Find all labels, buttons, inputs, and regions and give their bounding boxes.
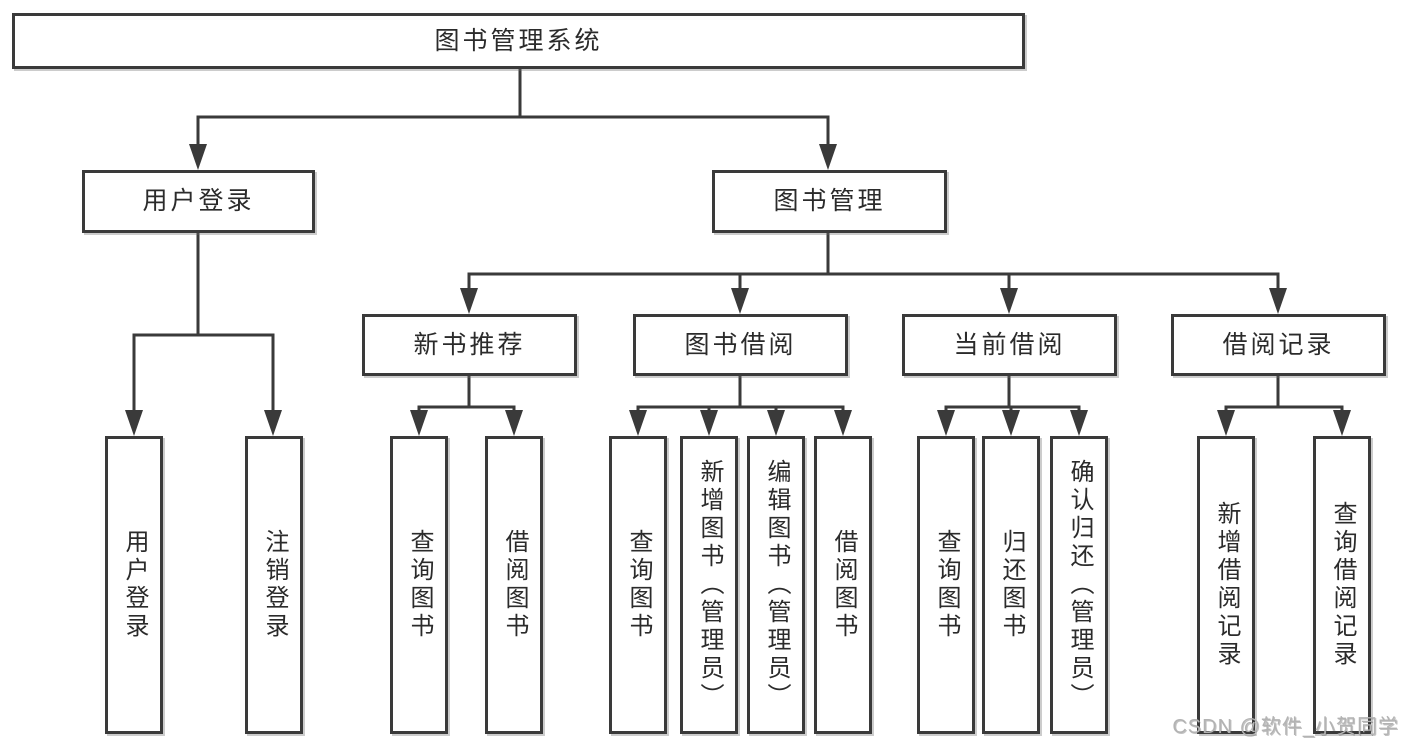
node-root-system: 图书管理系统 bbox=[12, 13, 1025, 69]
leaf-confirm-return-admin: 确认归还（管理员） bbox=[1050, 436, 1108, 734]
leaf-query-borrow-record: 查询借阅记录 bbox=[1313, 436, 1371, 734]
node-label: 新书推荐 bbox=[413, 330, 526, 359]
node-borrow-records: 借阅记录 bbox=[1171, 314, 1386, 376]
node-label: 查询借阅记录 bbox=[1329, 501, 1356, 669]
leaf-query-books-current: 查询图书 bbox=[917, 436, 975, 734]
node-book-borrowing: 图书借阅 bbox=[633, 314, 848, 376]
node-new-book-recommend: 新书推荐 bbox=[362, 314, 577, 376]
leaf-query-books-borrowing: 查询图书 bbox=[609, 436, 667, 734]
node-label: 图书借阅 bbox=[684, 330, 797, 359]
leaf-logout: 注销登录 bbox=[245, 436, 303, 734]
node-label: 借阅记录 bbox=[1222, 330, 1335, 359]
node-label: 当前借阅 bbox=[953, 330, 1066, 359]
node-label: 注销登录 bbox=[261, 529, 288, 641]
node-current-borrowing: 当前借阅 bbox=[902, 314, 1117, 376]
node-label: 查询图书 bbox=[406, 529, 433, 641]
node-label: 新增图书（管理员） bbox=[696, 459, 723, 711]
node-label: 图书管理 bbox=[773, 187, 886, 215]
leaf-return-books: 归还图书 bbox=[982, 436, 1040, 734]
leaf-query-books-recommend: 查询图书 bbox=[390, 436, 448, 734]
node-label: 新增借阅记录 bbox=[1213, 501, 1240, 669]
node-label: 借阅图书 bbox=[830, 529, 857, 641]
node-book-management: 图书管理 bbox=[712, 170, 947, 233]
leaf-add-borrow-record: 新增借阅记录 bbox=[1197, 436, 1255, 734]
node-label: 用户登录 bbox=[121, 529, 148, 641]
leaf-user-login: 用户登录 bbox=[105, 436, 163, 734]
node-label: 确认归还（管理员） bbox=[1066, 459, 1093, 711]
node-label: 查询图书 bbox=[625, 529, 652, 641]
leaf-edit-books-admin: 编辑图书（管理员） bbox=[747, 436, 805, 734]
node-label: 借阅图书 bbox=[501, 529, 528, 641]
node-label: 查询图书 bbox=[933, 529, 960, 641]
node-label: 用户登录 bbox=[142, 187, 255, 215]
node-user-login: 用户登录 bbox=[82, 170, 315, 233]
node-label: 归还图书 bbox=[998, 529, 1025, 641]
node-label: 编辑图书（管理员） bbox=[763, 459, 790, 711]
node-label: 图书管理系统 bbox=[434, 26, 603, 55]
csdn-watermark: CSDN @软件_小贺同学 bbox=[1172, 716, 1399, 738]
leaf-borrow-books-recommend: 借阅图书 bbox=[485, 436, 543, 734]
leaf-add-books-admin: 新增图书（管理员） bbox=[680, 436, 738, 734]
leaf-borrow-books: 借阅图书 bbox=[814, 436, 872, 734]
